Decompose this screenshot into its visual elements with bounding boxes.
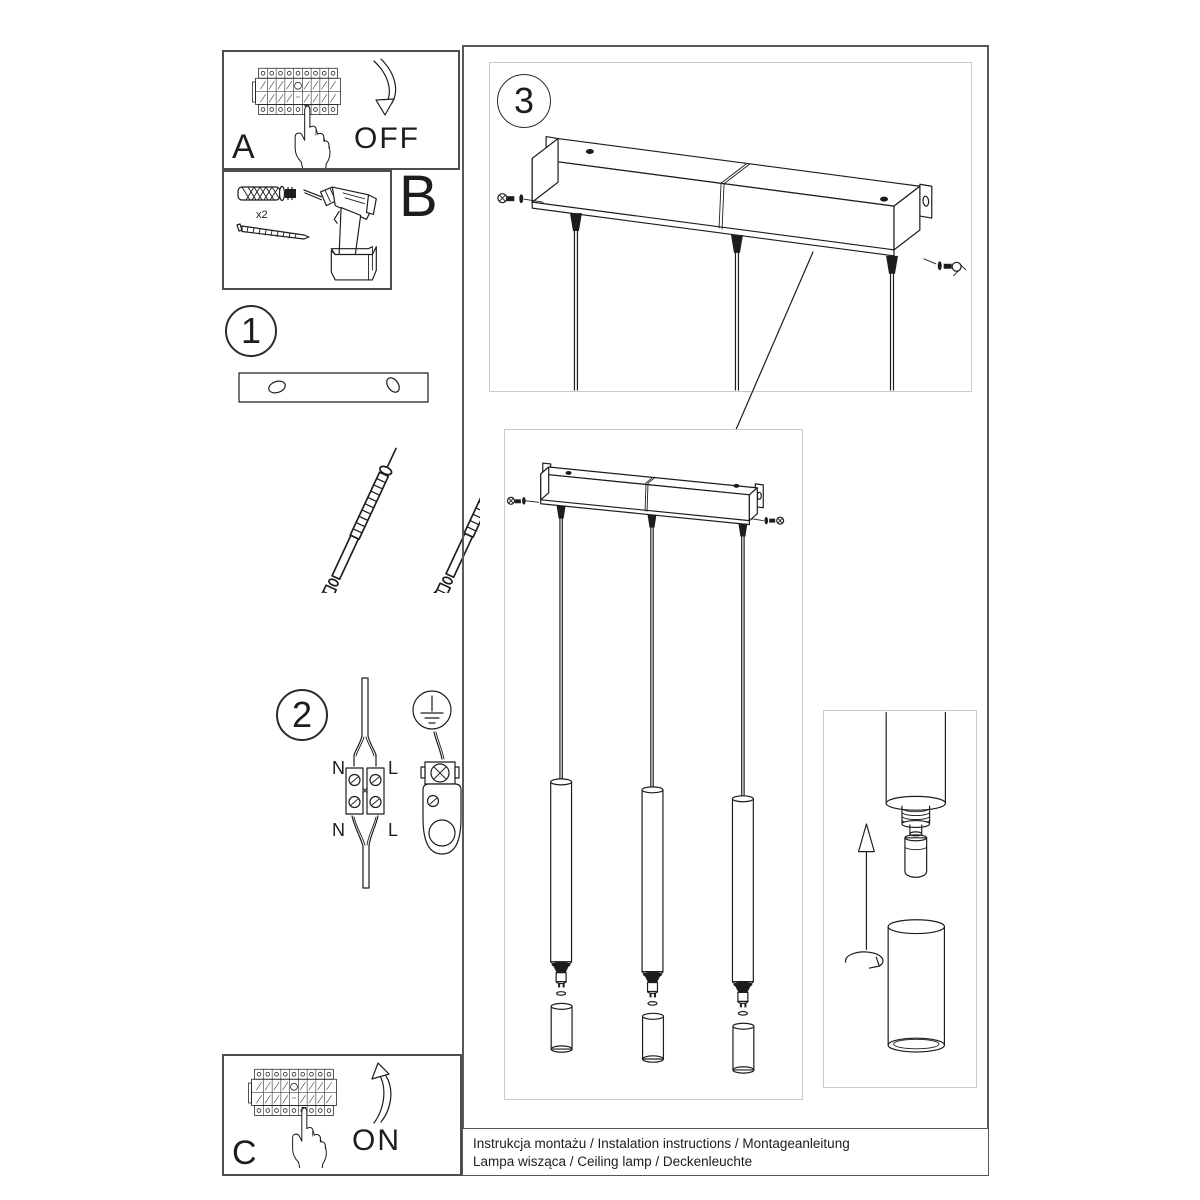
title-line-1: Instrukcja montażu / Instalation instruc… [473, 1136, 850, 1151]
title-block: Instrukcja montażu / Instalation instruc… [462, 1128, 989, 1176]
title-line-2: Lampa wisząca / Ceiling lamp / Deckenleu… [473, 1153, 753, 1169]
pointing-hand-icon [282, 1106, 330, 1168]
anchors-into-bracket-drawing [238, 372, 480, 593]
step-c-action-label: ON [352, 1124, 401, 1157]
step-c-box: C ON [222, 1054, 462, 1176]
screw-icon [236, 223, 310, 240]
assembled-lamp-box [504, 429, 803, 1100]
step-b-label: B [399, 164, 438, 229]
bulb-detail-box [823, 710, 977, 1088]
step-2-circle: 2 [276, 689, 328, 741]
drill-icon [303, 186, 377, 281]
step-2-number: 2 [291, 694, 313, 735]
pendant-tube-1 [550, 778, 573, 1053]
step-a-action-label: OFF [354, 122, 420, 155]
arrow-up-icon [857, 823, 875, 950]
arrow-up-icon [371, 1062, 392, 1124]
pendant-lamp-drawing [506, 462, 785, 1074]
step-a-box: A OFF [222, 50, 460, 170]
rotate-arrow-icon [844, 951, 884, 969]
canopy-exploded-drawing [497, 135, 967, 391]
step-1-circle: 1 [225, 305, 277, 357]
arrow-down-icon [373, 58, 397, 116]
side-screw-right [750, 516, 785, 525]
step-1-number: 1 [240, 310, 262, 351]
step-3-circle: 3 [497, 74, 551, 128]
wiring-diagram: N L N L [332, 677, 462, 889]
terminal-label-n-top: N [332, 758, 345, 778]
step-c-label: C [232, 1134, 257, 1172]
pendant-tube-3 [731, 795, 755, 1074]
ground-clamp-drawing [420, 761, 462, 855]
wall-plug-icon [237, 185, 296, 202]
pointing-hand-icon [284, 104, 334, 168]
step-3-number: 3 [513, 80, 535, 121]
side-screw-left [506, 496, 540, 505]
anchor-quantity-label: x2 [256, 209, 268, 221]
pendant-tube-2 [641, 786, 665, 1063]
step-a-label: A [232, 128, 255, 166]
step-b-box: x2 [222, 170, 392, 290]
bulb-install-drawing [844, 711, 946, 1053]
side-screw-right [923, 258, 967, 277]
step-3-box: 3 [489, 62, 972, 392]
terminal-label-l-bottom: L [388, 820, 398, 840]
terminal-label-n-bottom: N [332, 820, 345, 840]
shade-cylinder [887, 919, 946, 1053]
terminal-label-l-top: L [388, 758, 398, 778]
side-screw-left [497, 193, 544, 204]
